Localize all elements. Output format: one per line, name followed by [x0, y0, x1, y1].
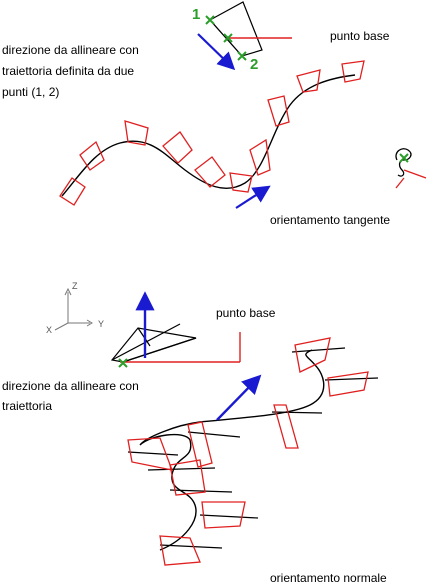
tangent-shape	[229, 172, 253, 193]
pick-cursor-icon	[395, 148, 427, 189]
tangent-shapes	[59, 60, 365, 206]
tangent-shape	[194, 156, 226, 188]
top-description-line-2: traiettoria definita da due	[2, 64, 134, 78]
normal-trajectory	[139, 349, 325, 551]
tangent-shape	[249, 138, 271, 176]
normal-shape	[294, 337, 331, 373]
bottom-description-line-1: direzione da allineare con	[2, 379, 139, 393]
base-point-label-bottom: punto base	[216, 306, 276, 320]
tangent-shape	[296, 69, 321, 93]
tangent-shape	[59, 177, 86, 206]
reference-object-bottom	[110, 323, 197, 363]
tangent-orientation-label: orientamento tangente	[270, 213, 390, 227]
axis-z-label: Z	[72, 281, 78, 291]
point-2-marker	[237, 51, 247, 61]
reference-object-top	[209, 1, 292, 57]
base-point-label-top: punto base	[330, 29, 390, 43]
top-description-line-3: punti (1, 2)	[2, 85, 59, 99]
tangent-shape	[267, 95, 290, 127]
normal-shape	[327, 371, 369, 397]
normal-shape	[187, 421, 213, 468]
top-description-line-1: direzione da allineare con	[2, 43, 139, 57]
point-1-label: 1	[192, 6, 200, 23]
normal-shape	[169, 459, 206, 496]
normal-direction-arrow	[216, 374, 262, 421]
normal-orientation-label: orientamento normale	[270, 571, 387, 585]
normal-shape	[201, 501, 246, 529]
axis-x-label: X	[46, 325, 52, 335]
normal-shapes	[127, 337, 369, 566]
tangent-trajectory	[61, 74, 356, 197]
tangent-shape	[124, 120, 149, 146]
tangent-shape	[79, 140, 105, 171]
base-point-marker-bottom	[118, 358, 128, 368]
tangent-shape	[341, 60, 365, 83]
normal-shape	[127, 437, 174, 471]
base-point-marker-top	[223, 33, 233, 43]
ucs-axis-icon	[54, 287, 93, 331]
bottom-description-line-2: traiettoria	[2, 399, 52, 413]
tangent-direction-arrow	[235, 185, 271, 209]
axis-y-label: Y	[98, 319, 104, 329]
normal-shape	[159, 535, 201, 566]
point-1-marker	[205, 15, 215, 25]
normal-lines	[127, 347, 379, 549]
point-2-label: 2	[250, 56, 258, 73]
normal-shape	[273, 404, 299, 449]
direction-arrow-top	[197, 33, 236, 71]
tangent-shape	[162, 131, 193, 164]
